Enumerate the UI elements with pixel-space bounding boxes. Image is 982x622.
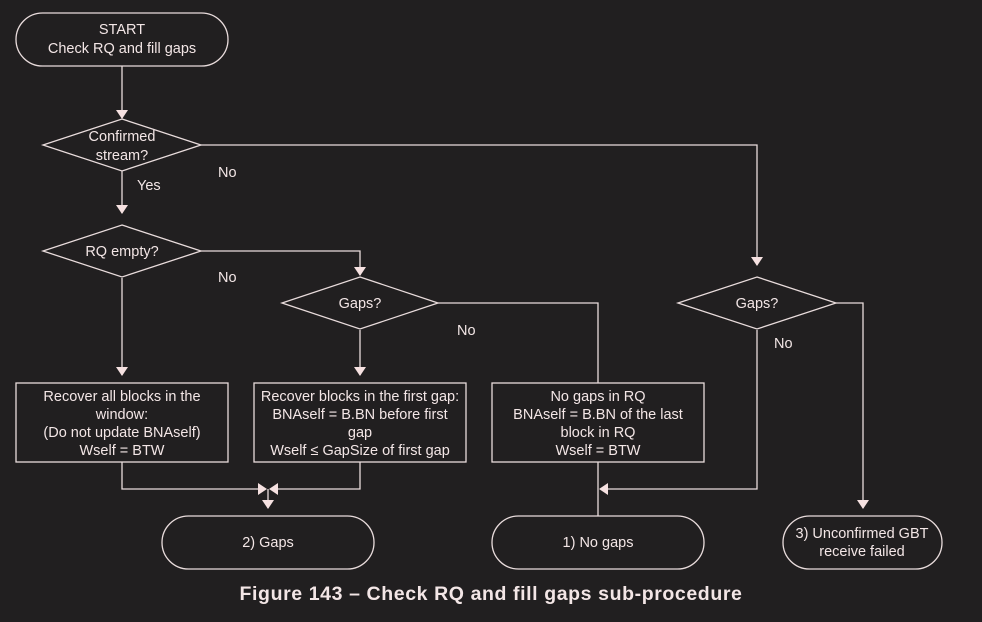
process-recover-first-gap: Recover blocks in the first gap: BNAself… <box>253 382 467 463</box>
process-recover-all: Recover all blocks in the window: (Do no… <box>15 382 229 463</box>
process-text-line-3: gap <box>348 425 372 441</box>
edge-label-confirmed-yes: Yes <box>137 178 161 194</box>
process-text-line-2: BNAself = B.BN of the last <box>513 407 683 423</box>
arrow-left-icon <box>269 483 278 495</box>
arrow-down-icon <box>354 367 366 376</box>
terminator-text: 1) No gaps <box>563 535 634 551</box>
end-terminator-gaps: 2) Gaps <box>161 515 375 570</box>
edge-unconfirmed-gaps-yes <box>836 302 864 508</box>
decision-confirmed-stream: Confirmed stream? <box>40 118 204 172</box>
edge-unconfirmed-gaps-no <box>608 330 758 490</box>
edge-confirmed-no <box>201 144 758 265</box>
process-text-line-4: Wself = BTW <box>80 443 165 459</box>
process-text-line-3: block in RQ <box>561 425 636 441</box>
arrow-down-icon <box>354 267 366 276</box>
edge-label-rq-empty-no: No <box>218 270 237 286</box>
decision-text: Gaps? <box>339 296 382 312</box>
process-text-line-1: Recover blocks in the first gap: <box>261 389 459 405</box>
connectors <box>121 66 864 516</box>
process-text-line-1: No gaps in RQ <box>550 389 645 405</box>
decision-rq-empty: RQ empty? <box>40 224 204 278</box>
decision-text-line-2: stream? <box>96 148 148 164</box>
end-terminator-no-gaps: 1) No gaps <box>491 515 705 570</box>
process-no-gaps-rq: No gaps in RQ BNAself = B.BN of the last… <box>491 382 705 463</box>
start-text-line-1: START <box>99 22 145 38</box>
terminator-text: 2) Gaps <box>242 535 294 551</box>
decision-gaps-unconfirmed: Gaps? <box>675 276 839 330</box>
edge-recover-all-to-merge <box>121 462 258 490</box>
figure-caption: Figure 143 – Check RQ and fill gaps sub-… <box>239 583 743 605</box>
arrow-down-icon <box>116 110 128 119</box>
terminator-text-line-1: 3) Unconfirmed GBT <box>796 526 929 542</box>
process-text-line-4: Wself = BTW <box>556 443 641 459</box>
process-text-line-2: BNAself = B.BN before first <box>272 407 447 423</box>
end-terminator-unconfirmed: 3) Unconfirmed GBT receive failed <box>782 515 943 570</box>
arrow-down-icon <box>751 257 763 266</box>
arrow-down-icon <box>116 205 128 214</box>
arrow-down-icon <box>116 367 128 376</box>
edge-gaps-no <box>438 302 599 383</box>
process-text-line-4: Wself ≤ GapSize of first gap <box>270 443 450 459</box>
arrow-down-icon <box>262 500 274 509</box>
start-text-line-2: Check RQ and fill gaps <box>48 41 196 57</box>
process-text-line-1: Recover all blocks in the <box>43 389 200 405</box>
edge-recover-gap-to-merge <box>278 462 361 490</box>
arrow-right-icon <box>258 483 267 495</box>
edge-label-confirmed-no: No <box>218 165 237 181</box>
decision-text-line-1: Confirmed <box>89 129 156 145</box>
edge-label-gaps-confirmed-no: No <box>457 323 476 339</box>
decision-gaps-confirmed: Gaps? <box>279 276 441 330</box>
arrow-left-icon <box>599 483 608 495</box>
arrow-down-icon <box>857 500 869 509</box>
terminator-text-line-2: receive failed <box>819 544 904 560</box>
arrowheads <box>116 110 869 509</box>
edge-label-gaps-unconfirmed-no: No <box>774 336 793 352</box>
start-terminator: START Check RQ and fill gaps <box>15 12 229 67</box>
process-text-line-3: (Do not update BNAself) <box>43 425 200 441</box>
process-text-line-2: window: <box>95 407 148 423</box>
decision-text: RQ empty? <box>85 244 158 260</box>
decision-text: Gaps? <box>736 296 779 312</box>
